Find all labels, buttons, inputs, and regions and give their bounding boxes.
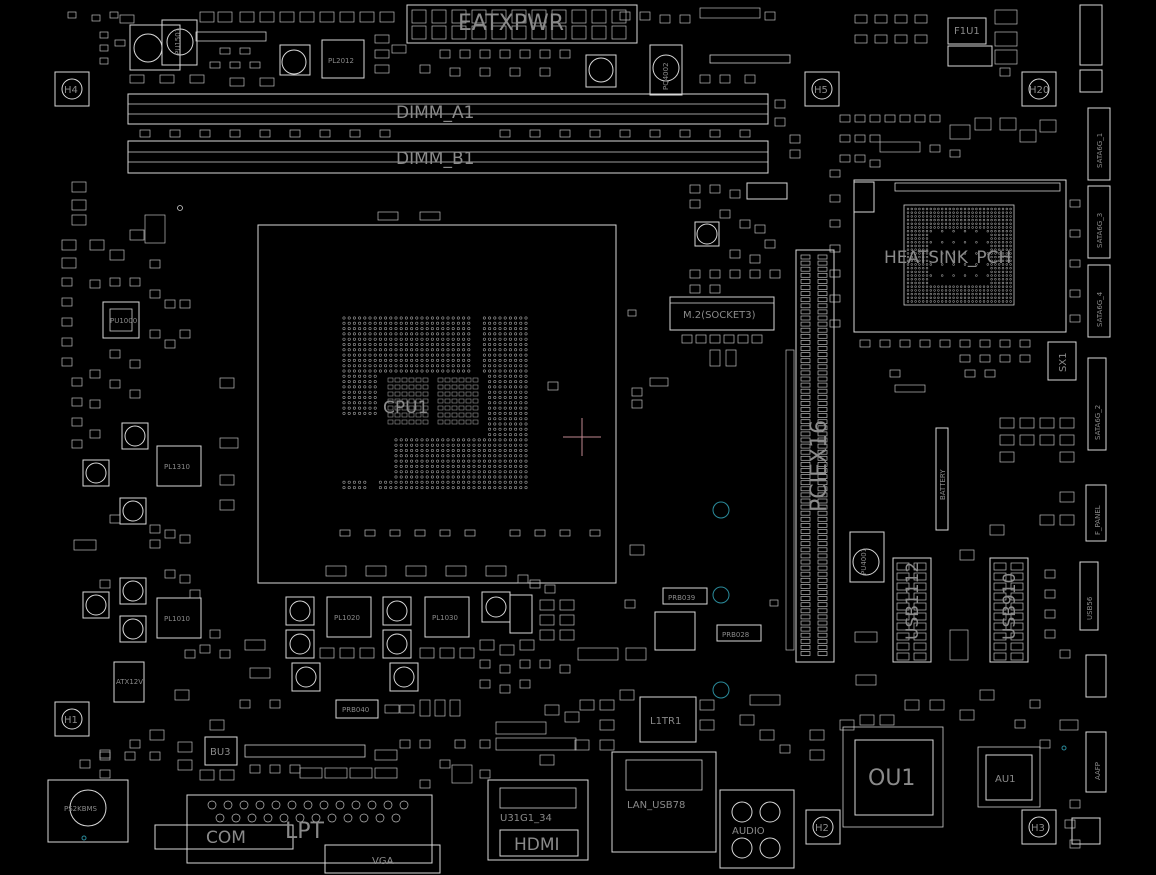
svg-text:SATA6G_2: SATA6G_2 bbox=[1094, 405, 1102, 440]
pq4002-label: PQ4002 bbox=[662, 62, 670, 90]
pch-surrounding-pads bbox=[829, 114, 1081, 393]
svg-text:F_PANEL: F_PANEL bbox=[1094, 505, 1102, 535]
vrm-bottom-components: PL1020 PL1030 PRB040 bbox=[285, 574, 575, 719]
dimm-b1-label: DIMM_B1 bbox=[396, 149, 474, 169]
svg-text:PRB028: PRB028 bbox=[722, 631, 749, 639]
pciex16-slot: PCIEX16 bbox=[785, 249, 835, 663]
pl2012-label: PL2012 bbox=[328, 57, 354, 65]
pu4001-component: PU4001 bbox=[849, 531, 885, 583]
f1u1-area: F1U1 bbox=[854, 4, 1103, 93]
sata6g-4-connector: SATA6G_4 bbox=[1087, 264, 1111, 338]
accent-holes bbox=[712, 501, 730, 699]
pl1030-label: PL1030 bbox=[432, 614, 458, 622]
svg-text:SATA6G_3: SATA6G_3 bbox=[1096, 213, 1104, 248]
svg-text:VGA: VGA bbox=[372, 856, 394, 867]
lpt-port: LPT bbox=[186, 794, 433, 864]
svg-text:U31G1_34: U31G1_34 bbox=[500, 813, 552, 824]
vga-port: VGA bbox=[324, 844, 441, 874]
svg-text:H4: H4 bbox=[64, 85, 78, 96]
hdmi-port: HDMI bbox=[499, 829, 579, 857]
prb040-label: PRB040 bbox=[342, 706, 369, 714]
svg-text:H3: H3 bbox=[1031, 823, 1045, 834]
mounting-hole-h2: H2 bbox=[805, 809, 841, 845]
pl1310-label: PL1310 bbox=[164, 463, 190, 471]
svg-text:H20: H20 bbox=[1029, 85, 1049, 96]
sata6g-2-connector: SATA6G_2 bbox=[1087, 357, 1107, 451]
svg-text:SATA6G_1: SATA6G_1 bbox=[1096, 133, 1104, 168]
svg-text:SX1: SX1 bbox=[1058, 352, 1069, 372]
ou1-chip: OU1 bbox=[842, 726, 944, 828]
f1u1-label: F1U1 bbox=[954, 26, 980, 37]
usb56-header: USB56 bbox=[1079, 561, 1099, 631]
dimm-slot-b1: DIMM_B1 bbox=[127, 140, 769, 174]
svg-text:H5: H5 bbox=[814, 85, 828, 96]
mounting-hole-h4: H4 bbox=[54, 71, 90, 107]
vrm-left-components: PU1000 PL1310 PL1010 ATX12V bbox=[61, 181, 281, 759]
ps2-kbms-port: PS2KBMS bbox=[47, 779, 129, 843]
top-left-components: PU1501 PL2012 PQ4002 bbox=[67, 7, 801, 159]
u31g1-34-usb-port: U31G1_34 bbox=[487, 779, 589, 861]
aafp-header: AAFP bbox=[1061, 731, 1107, 845]
sata6g-3-connector: SATA6G_3 bbox=[1087, 185, 1111, 259]
cpu-socket: CPU1 bbox=[257, 211, 617, 584]
battery-holder: BATTERY bbox=[935, 427, 949, 531]
usb1112-header: USB1112 bbox=[892, 557, 932, 663]
svg-text:LAN_USB78: LAN_USB78 bbox=[627, 800, 685, 811]
svg-text:PU4001: PU4001 bbox=[860, 548, 868, 575]
mounting-hole-h1: H1 bbox=[54, 701, 90, 737]
heatsink-pch-label: HEATSINK_PCH bbox=[884, 248, 1011, 268]
svg-text:COM: COM bbox=[206, 828, 246, 848]
svg-text:USB1112: USB1112 bbox=[903, 562, 923, 640]
pu1501-label: PU1501 bbox=[174, 28, 182, 55]
svg-text:SATA6G_4: SATA6G_4 bbox=[1096, 291, 1104, 327]
svg-text:H2: H2 bbox=[815, 823, 829, 834]
right-side-pads bbox=[769, 417, 1081, 849]
mounting-hole-h3: H3 bbox=[1021, 809, 1057, 845]
svg-text:LPT: LPT bbox=[285, 819, 325, 844]
eatxpwr-label: EATXPWR bbox=[458, 11, 564, 36]
svg-text:OU1: OU1 bbox=[868, 766, 915, 791]
eatxpwr-connector: EATXPWR bbox=[406, 4, 638, 44]
svg-text:H1: H1 bbox=[64, 715, 78, 726]
dimm-decoupling-pads bbox=[139, 129, 751, 138]
m2-label: M.2(SOCKET3) bbox=[683, 310, 756, 321]
m2-socket3-slot: M.2(SOCKET3) bbox=[547, 182, 788, 409]
usb910-header: USB910 bbox=[989, 557, 1029, 663]
cpu-label: CPU1 bbox=[383, 398, 428, 418]
pl1010-label: PL1010 bbox=[164, 615, 190, 623]
l1tr1-label: L1TR1 bbox=[650, 716, 681, 727]
mounting-hole-h20: H20 bbox=[1021, 71, 1057, 107]
mid-bottom-components: PRB039 PRB028 L1TR1 bbox=[299, 544, 791, 789]
audio-jack: AUDIO bbox=[719, 789, 795, 869]
svg-text:USB56: USB56 bbox=[1086, 596, 1094, 620]
svg-text:USB910: USB910 bbox=[1000, 573, 1020, 640]
svg-text:BATTERY: BATTERY bbox=[939, 469, 947, 500]
svg-text:PRB039: PRB039 bbox=[668, 594, 695, 602]
svg-text:AAFP: AAFP bbox=[1094, 762, 1102, 780]
svg-text:PS2KBMS: PS2KBMS bbox=[64, 805, 98, 813]
svg-text:AU1: AU1 bbox=[995, 774, 1016, 785]
bu3-chip: BU3 bbox=[79, 736, 366, 781]
com-header: COM bbox=[154, 824, 294, 850]
dimm-a1-label: DIMM_A1 bbox=[396, 103, 474, 123]
svg-text:HDMI: HDMI bbox=[514, 835, 560, 855]
svg-text:BU3: BU3 bbox=[210, 747, 231, 758]
f-panel-header: F_PANEL bbox=[1085, 484, 1107, 698]
mounting-hole-h5: H5 bbox=[804, 71, 840, 107]
svg-text:AUDIO: AUDIO bbox=[732, 826, 765, 837]
pch-heatsink: HEATSINK_PCH bbox=[853, 179, 1067, 333]
dimm-slot-a1: DIMM_A1 bbox=[127, 93, 769, 125]
pl1020-label: PL1020 bbox=[334, 614, 360, 622]
atx12v-label: ATX12V bbox=[116, 678, 143, 686]
pciex16-label: PCIEX16 bbox=[807, 420, 832, 512]
au1-chip: AU1 bbox=[977, 746, 1041, 808]
sx1-crystal: SX1 bbox=[1047, 341, 1077, 381]
pu1000-label: PU1000 bbox=[110, 317, 137, 325]
lan-usb78-port: LAN_USB78 bbox=[611, 751, 717, 853]
sata6g-1-connector: SATA6G_1 bbox=[1087, 107, 1111, 181]
